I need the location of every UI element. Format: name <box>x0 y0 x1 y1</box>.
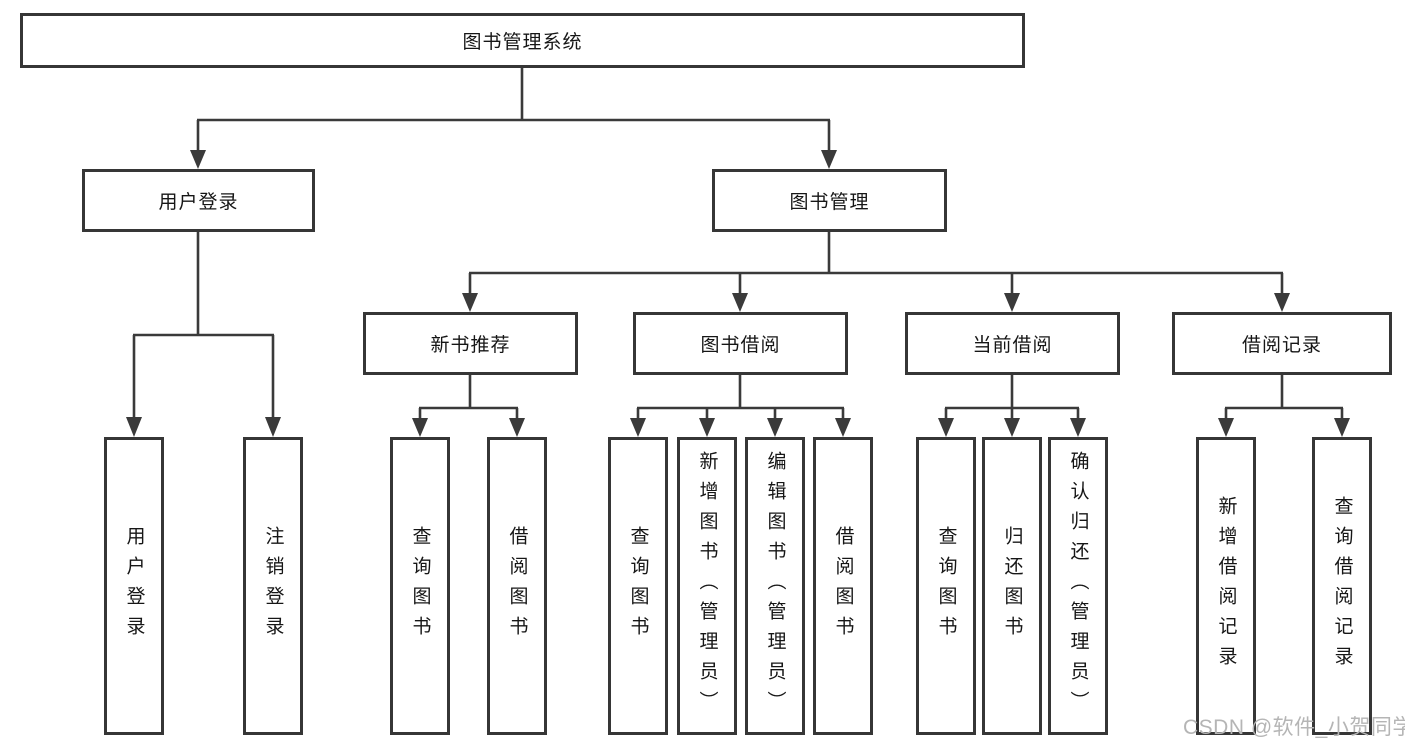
leaf-logout-login-label: 注销登录 <box>262 526 284 646</box>
node-current-borrowing-label: 当前借阅 <box>972 335 1053 356</box>
leaf-query-books-borrowing-label: 查询图书 <box>627 526 649 646</box>
leaf-user-login-label: 用户登录 <box>123 526 145 646</box>
watermark: CSDN @软件_小贺同学 <box>1183 716 1405 739</box>
leaf-query-books-current-label: 查询图书 <box>935 526 957 646</box>
leaf-user-login: 用户登录 <box>104 437 164 735</box>
leaf-borrow-books-borrowing: 借阅图书 <box>813 437 873 735</box>
leaf-borrow-books-recommend-label: 借阅图书 <box>506 526 528 646</box>
node-book-management-label: 图书管理 <box>789 192 870 213</box>
node-borrow-records-label: 借阅记录 <box>1241 335 1322 356</box>
leaf-query-borrow-record-label: 查询借阅记录 <box>1331 496 1353 676</box>
node-user-login: 用户登录 <box>82 169 315 232</box>
leaf-query-borrow-record: 查询借阅记录 <box>1312 437 1372 735</box>
leaf-confirm-return-admin: 确认归还（管理员） <box>1048 437 1108 735</box>
leaf-edit-book-admin-label: 编辑图书（管理员） <box>764 451 786 721</box>
node-new-book-recommend-label: 新书推荐 <box>430 335 511 356</box>
leaf-borrow-books-borrowing-label: 借阅图书 <box>832 526 854 646</box>
node-borrow-records: 借阅记录 <box>1172 312 1392 375</box>
node-current-borrowing: 当前借阅 <box>905 312 1120 375</box>
leaf-borrow-books-recommend: 借阅图书 <box>487 437 547 735</box>
leaf-confirm-return-admin-label: 确认归还（管理员） <box>1067 451 1089 721</box>
node-library-system: 图书管理系统 <box>20 13 1025 68</box>
leaf-return-books-label: 归还图书 <box>1001 526 1023 646</box>
leaf-query-books-borrowing: 查询图书 <box>608 437 668 735</box>
leaf-query-books-recommend: 查询图书 <box>390 437 450 735</box>
node-book-borrowing-label: 图书借阅 <box>700 335 781 356</box>
leaf-add-book-admin: 新增图书（管理员） <box>677 437 737 735</box>
node-library-system-label: 图书管理系统 <box>462 32 583 53</box>
leaf-logout-login: 注销登录 <box>243 437 303 735</box>
node-user-login-label: 用户登录 <box>158 192 239 213</box>
leaf-edit-book-admin: 编辑图书（管理员） <box>745 437 805 735</box>
node-new-book-recommend: 新书推荐 <box>363 312 578 375</box>
node-book-borrowing: 图书借阅 <box>633 312 848 375</box>
leaf-add-book-admin-label: 新增图书（管理员） <box>696 451 718 721</box>
leaf-add-borrow-record: 新增借阅记录 <box>1196 437 1256 735</box>
leaf-query-books-current: 查询图书 <box>916 437 976 735</box>
node-book-management: 图书管理 <box>712 169 947 232</box>
leaf-query-books-recommend-label: 查询图书 <box>409 526 431 646</box>
leaf-add-borrow-record-label: 新增借阅记录 <box>1215 496 1237 676</box>
leaf-return-books: 归还图书 <box>982 437 1042 735</box>
